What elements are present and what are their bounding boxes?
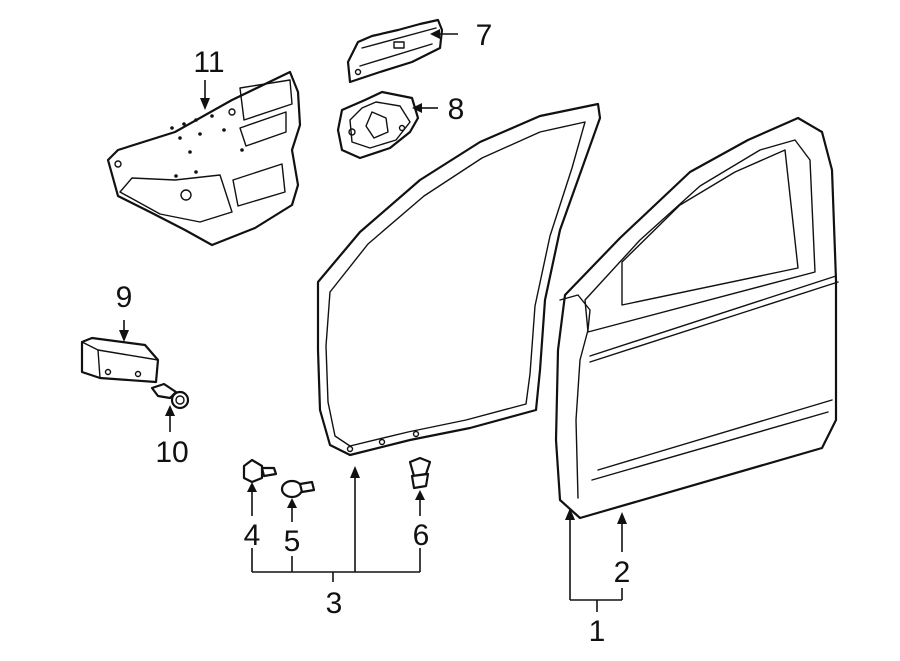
callout-1: 1 <box>589 615 606 648</box>
inner-door-panel-part-11 <box>106 70 302 247</box>
callout-10: 10 <box>155 436 188 469</box>
door-shell-part-1 <box>554 116 839 520</box>
bracket-part-7 <box>346 18 444 84</box>
callout-8: 8 <box>448 93 465 126</box>
callout-6: 6 <box>413 519 430 552</box>
protector-part-9 <box>80 336 160 384</box>
leader-lines <box>119 29 627 612</box>
callout-4: 4 <box>244 519 261 552</box>
hinge-bracket-part-8 <box>336 90 420 160</box>
callout-9: 9 <box>116 281 133 314</box>
clip-part-5 <box>280 479 316 499</box>
bolt-part-10 <box>150 382 190 410</box>
callout-5: 5 <box>284 525 301 558</box>
clip-part-4 <box>242 458 278 484</box>
callout-labels: 11 7 8 9 10 4 5 6 3 2 1 <box>116 19 631 648</box>
callout-11: 11 <box>193 46 224 79</box>
callout-2: 2 <box>614 556 631 589</box>
clip-part-6 <box>408 456 432 490</box>
callout-3: 3 <box>326 587 343 620</box>
weatherstrip-part-3 <box>316 102 602 457</box>
callout-7: 7 <box>476 19 493 52</box>
